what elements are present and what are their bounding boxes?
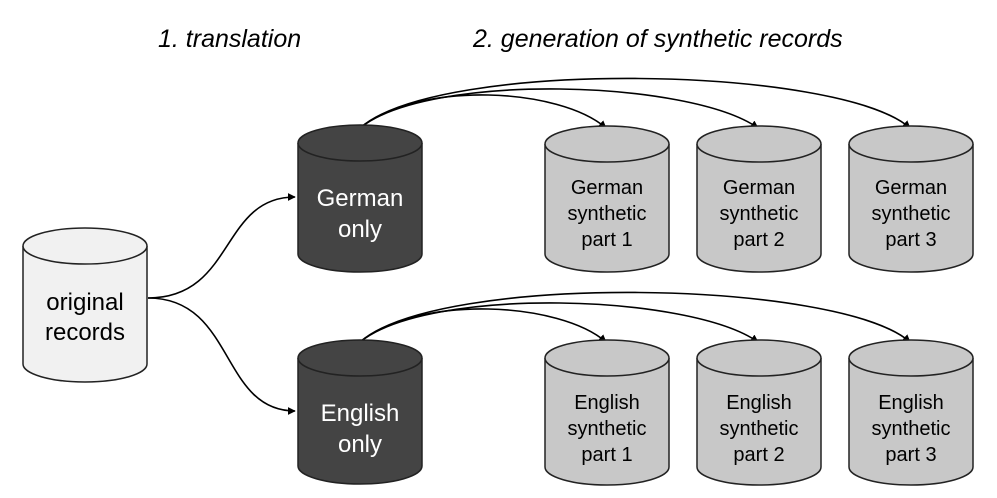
cylinder-top (696, 125, 822, 163)
label-english-only-line2: only (338, 431, 382, 458)
label-line1: German (875, 177, 947, 199)
label-german-only-line2: only (338, 216, 382, 243)
heading-generation: 2. generation of synthetic records (472, 25, 843, 53)
label-line2: synthetic (720, 203, 799, 225)
label-line1: English (878, 392, 944, 414)
edge-english-to-part2 (359, 302, 759, 343)
cylinder-english-synthetic-part-3: English synthetic part 3 (848, 339, 974, 486)
edge-english-to-part1 (359, 308, 607, 343)
label-english-only-line1: English (321, 400, 400, 427)
edge-original-to-german (147, 193, 296, 299)
cylinder-body (696, 358, 822, 486)
edge-german-to-part2 (359, 88, 759, 129)
edges (147, 77, 911, 415)
cylinder-body (297, 358, 423, 485)
label-line3: part 1 (581, 229, 632, 251)
label-line2: synthetic (568, 418, 647, 440)
cylinder-english-only: English only (297, 339, 423, 485)
label-line1: English (726, 392, 792, 414)
cylinder-top (848, 125, 974, 163)
label-german-only-line1: German (317, 185, 404, 212)
label-original-line1: original (46, 289, 123, 316)
label-line1: German (571, 177, 643, 199)
edge-german-to-part1 (359, 94, 607, 129)
edge-german-to-part3 (359, 77, 911, 129)
edge-english-to-part3 (359, 291, 911, 343)
cylinder-top (22, 227, 148, 265)
cylinder-top (848, 339, 974, 377)
cylinder-body (22, 246, 148, 383)
label-line2: synthetic (568, 203, 647, 225)
label-original-line2: records (45, 319, 125, 346)
cylinder-top (544, 125, 670, 163)
cylinder-german-synthetic-part-1: German synthetic part 1 (544, 125, 670, 273)
cylinder-body (696, 144, 822, 273)
cylinder-german-synthetic-part-3: German synthetic part 3 (848, 125, 974, 273)
label-line1: English (574, 392, 640, 414)
label-line2: synthetic (872, 203, 951, 225)
label-line3: part 3 (885, 444, 936, 466)
label-line2: synthetic (872, 418, 951, 440)
label-line3: part 1 (581, 444, 632, 466)
label-line1: German (723, 177, 795, 199)
cylinder-german-synthetic-part-2: German synthetic part 2 (696, 125, 822, 273)
cylinder-top (297, 124, 423, 162)
label-line2: synthetic (720, 418, 799, 440)
cylinder-body (544, 144, 670, 273)
cylinder-body (297, 143, 423, 273)
cylinder-english-synthetic-part-2: English synthetic part 2 (696, 339, 822, 486)
cylinder-body (848, 144, 974, 273)
cylinder-body (848, 358, 974, 486)
cylinder-top (297, 339, 423, 377)
edge-original-to-english (147, 297, 296, 415)
cylinder-original-records: original records (22, 227, 148, 383)
cylinder-body (544, 358, 670, 486)
cylinder-german-only: German only (297, 124, 423, 273)
cylinder-top (544, 339, 670, 377)
cylinder-english-synthetic-part-1: English synthetic part 1 (544, 339, 670, 486)
label-line3: part 2 (733, 229, 784, 251)
heading-translation: 1. translation (158, 25, 301, 53)
cylinder-top (696, 339, 822, 377)
label-line3: part 2 (733, 444, 784, 466)
label-line3: part 3 (885, 229, 936, 251)
